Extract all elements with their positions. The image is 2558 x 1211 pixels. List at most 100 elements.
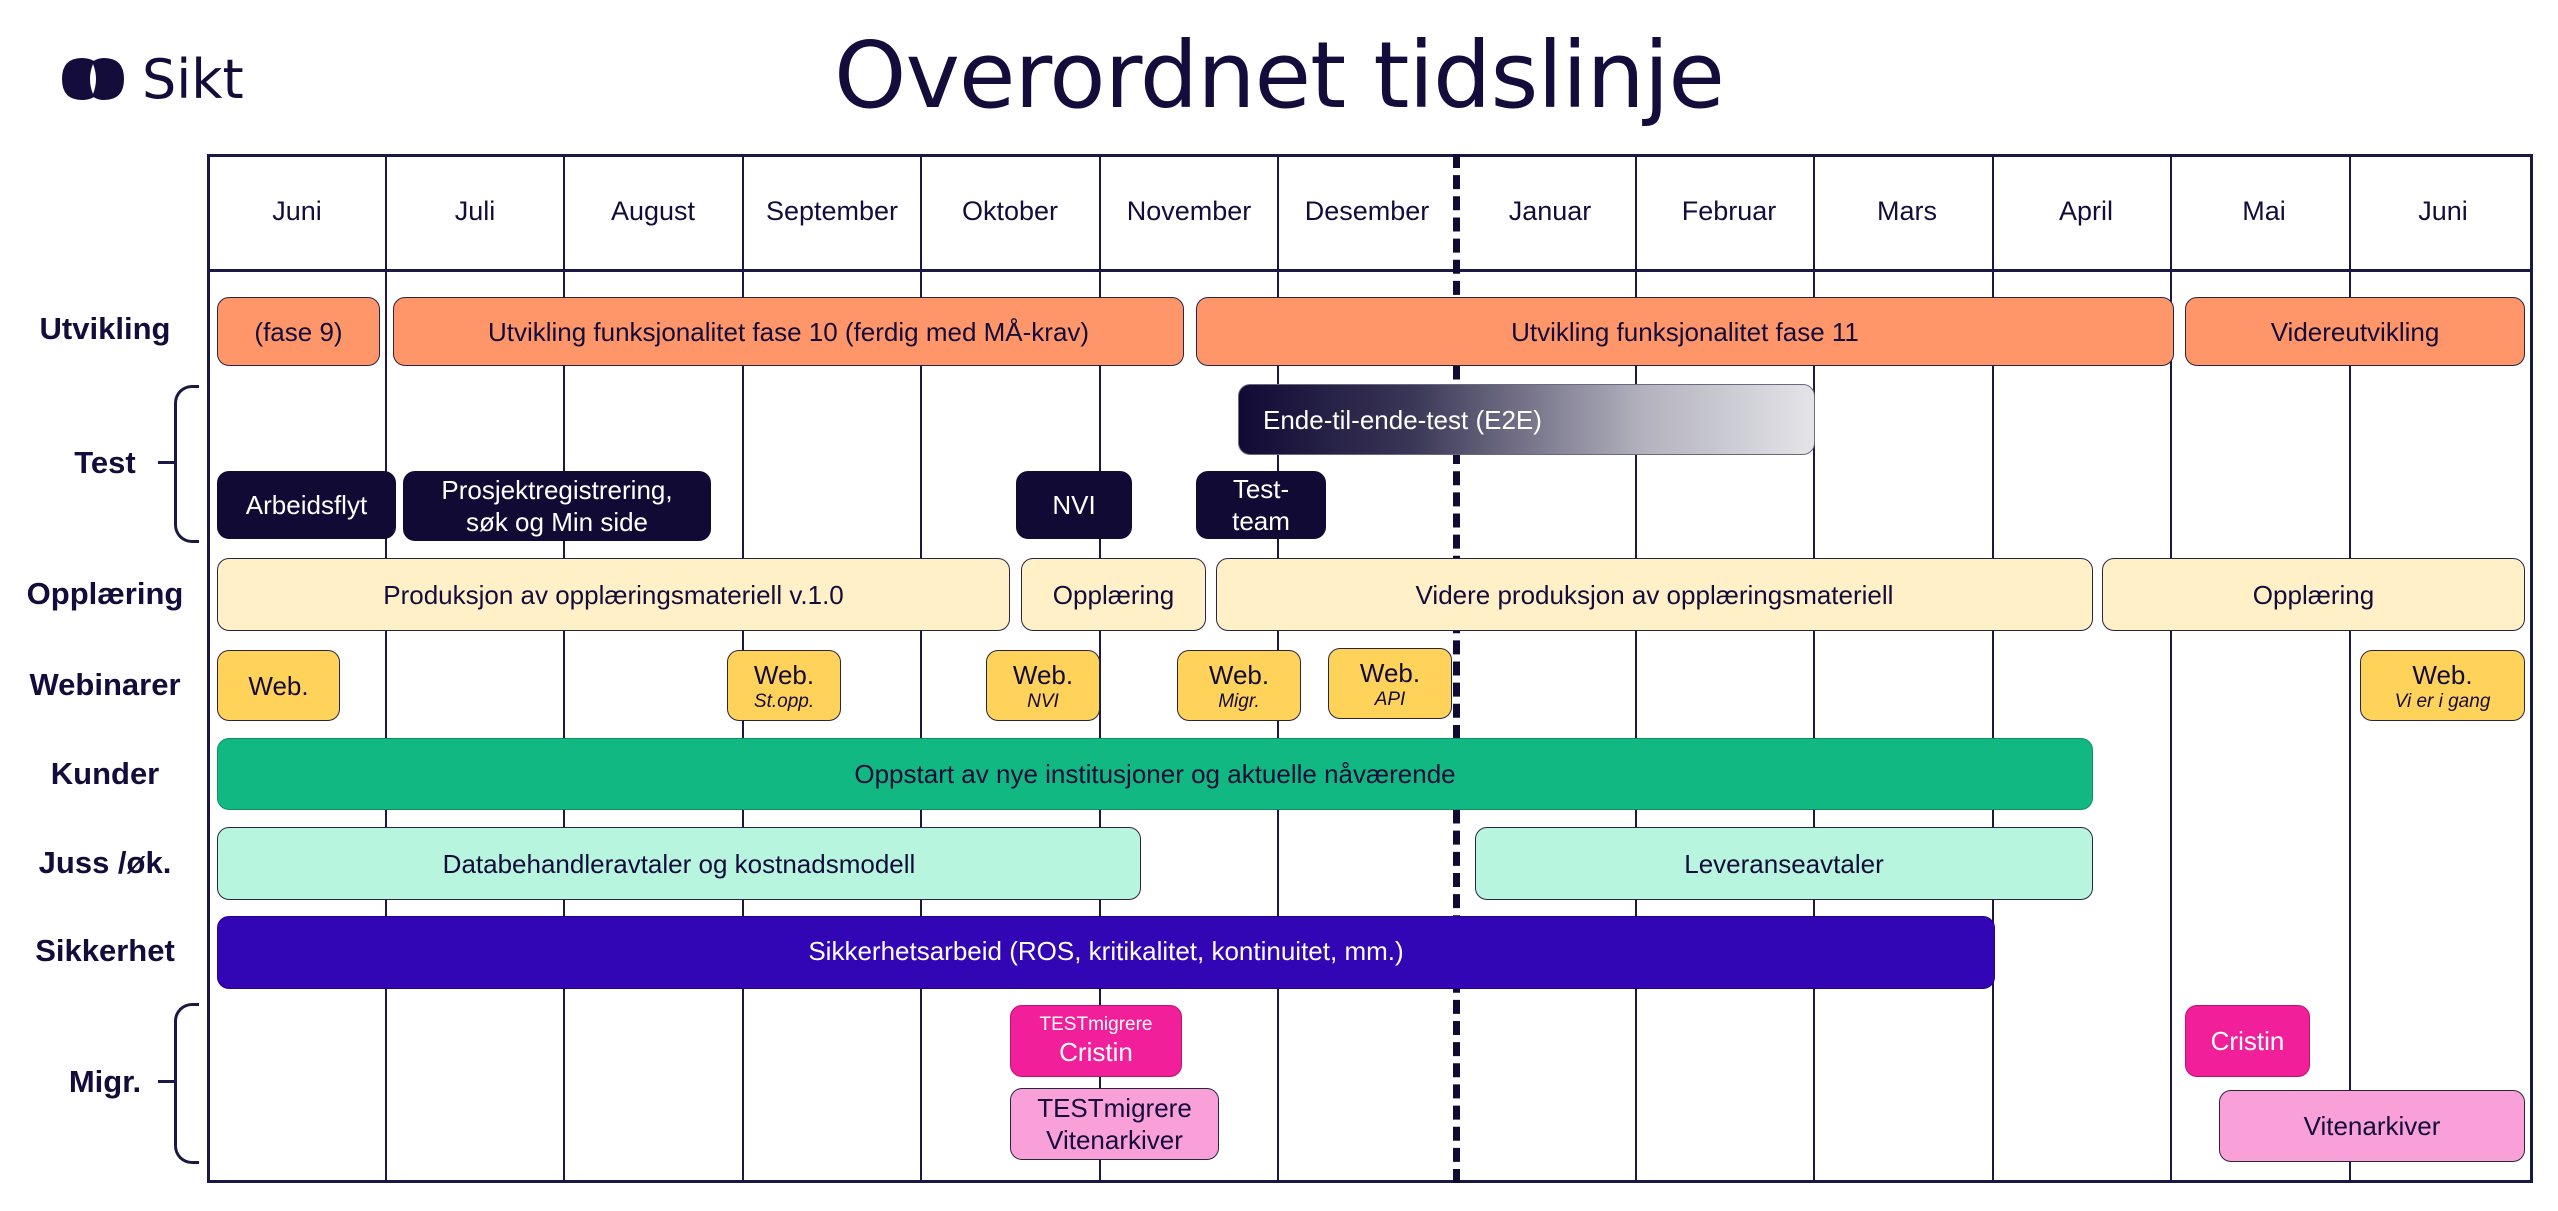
month-divider <box>563 154 565 1183</box>
bar-label: Cristin <box>2210 1026 2285 1056</box>
bar-label: Vitenarkiver <box>2303 1111 2441 1141</box>
bar-label: Oppstart av nye institusjoner og aktuell… <box>854 759 1456 789</box>
bar-sikkerhetsarbeid: Sikkerhetsarbeid (ROS, kritikalitet, kon… <box>217 916 1995 989</box>
bar-label: Web. <box>1359 657 1421 688</box>
bar-e2e-test: Ende-til-ende-test (E2E) <box>1238 384 1815 455</box>
bar-web-st-opp: Web.St.opp. <box>727 650 841 721</box>
row-label-kunder: Kunder <box>50 756 160 791</box>
bar-label: Leveranseavtaler <box>1684 848 1884 879</box>
bar-label: Prosjektregistrering, <box>441 475 673 505</box>
bar-web-1: Web. <box>217 650 340 721</box>
migr-bracket-tick <box>158 1080 176 1083</box>
logo-text: Sikt <box>142 47 244 111</box>
month-divider <box>1099 154 1101 1183</box>
bar-fase9: (fase 9) <box>217 297 380 366</box>
month-header: September <box>765 196 899 226</box>
bar-sublabel: St.opp. <box>753 690 815 712</box>
bar-videre-produksjon: Videre produksjon av opplæringsmateriell <box>1216 558 2093 631</box>
month-header: Oktober <box>961 196 1059 226</box>
bar-label: Vitenarkiver <box>1046 1125 1183 1155</box>
bar-prosjektregistrering: Prosjektregistrering,søk og Min side <box>403 471 711 541</box>
row-label-sikkerhet: Sikkerhet <box>35 933 175 968</box>
bar-label: Web. <box>1208 659 1270 690</box>
bar-arbeidsflyt: Arbeidsflyt <box>217 471 396 539</box>
bar-label: Arbeidsflyt <box>245 490 368 520</box>
bar-produksjon-v1: Produksjon av opplæringsmateriell v.1.0 <box>217 558 1010 631</box>
month-divider <box>2170 154 2172 1183</box>
bar-label: Test- <box>1232 474 1290 504</box>
bar-label: Opplæring <box>2252 579 2375 610</box>
bar-label: Utvikling funksjonalitet fase 10 (ferdig… <box>487 316 1090 347</box>
bar-label: NVI <box>1052 490 1096 520</box>
month-header: November <box>1126 196 1252 226</box>
bar-fase11: Utvikling funksjonalitet fase 11 <box>1196 297 2174 366</box>
bar-label: TESTmigrere <box>1039 1014 1153 1035</box>
bar-label: Cristin <box>1059 1037 1133 1067</box>
bar-leveranseavtaler: Leveranseavtaler <box>1475 827 2093 900</box>
bar-opplaering-2: Opplæring <box>2102 558 2525 631</box>
bar-web-vi-er-i-gang: Web.Vi er i gang <box>2360 650 2525 721</box>
page-title: Overordnet tidslinje <box>834 22 1725 129</box>
month-divider <box>385 154 387 1183</box>
month-header: Desember <box>1304 196 1430 226</box>
bar-label: Videre produksjon av opplæringsmateriell <box>1415 579 1894 610</box>
test-bracket <box>174 385 199 543</box>
bar-videreutvikling: Videreutvikling <box>2185 297 2525 366</box>
year-boundary-line <box>1453 154 1460 1183</box>
bar-label: Web. <box>2412 659 2473 690</box>
bar-label: (fase 9) <box>254 316 343 347</box>
bar-opplaering-1: Opplæring <box>1021 558 1206 631</box>
month-divider <box>1635 154 1637 1183</box>
sikt-logo: Sikt <box>52 47 244 111</box>
bar-label: team <box>1232 506 1290 536</box>
row-label-utvikling: Utvikling <box>39 311 171 346</box>
bar-test-team: Test-team <box>1196 471 1326 539</box>
bar-label: Web. <box>753 659 815 690</box>
bar-label: Web. <box>1012 659 1074 690</box>
bar-label: Utvikling funksjonalitet fase 11 <box>1511 316 1859 347</box>
month-divider <box>1992 154 1994 1183</box>
bar-label: Produksjon av opplæringsmateriell v.1.0 <box>383 579 844 610</box>
bar-label: Ende-til-ende-test (E2E) <box>1263 404 1542 435</box>
header-divider <box>207 269 2533 272</box>
bar-web-migr: Web.Migr. <box>1177 650 1301 721</box>
month-header: Mai <box>2242 196 2286 226</box>
bar-label: Web. <box>248 670 309 701</box>
bar-sublabel: Vi er i gang <box>2394 690 2491 712</box>
bar-label: TESTmigrere <box>1037 1093 1192 1123</box>
row-label-test: Test <box>74 445 136 480</box>
month-header: April <box>2058 196 2113 226</box>
month-divider <box>2349 154 2351 1183</box>
row-label-webinarer: Webinarer <box>29 667 181 702</box>
migr-bracket <box>174 1003 199 1164</box>
bar-nvi-test: NVI <box>1016 471 1132 539</box>
month-header: Januar <box>1508 196 1592 226</box>
bar-sublabel: API <box>1374 688 1406 710</box>
month-header: Juni <box>2418 196 2468 226</box>
sikt-logo-icon <box>62 58 124 100</box>
bar-databehandleravtaler: Databehandleravtaler og kostnadsmodell <box>217 827 1141 900</box>
bar-web-api: Web.API <box>1328 648 1452 719</box>
bar-label: Opplæring <box>1052 579 1175 610</box>
bar-sublabel: NVI <box>1027 690 1059 712</box>
month-divider <box>1813 154 1815 1183</box>
row-label-juss: Juss /øk. <box>38 845 172 880</box>
bar-sublabel: Migr. <box>1218 690 1260 712</box>
row-label-migr: Migr. <box>68 1064 142 1099</box>
month-header: Juni <box>272 196 322 226</box>
test-bracket-tick <box>158 461 176 464</box>
bar-cristin: Cristin <box>2185 1005 2310 1077</box>
row-label-opplaering: Opplæring <box>26 576 184 611</box>
month-header: August <box>610 196 696 226</box>
month-header: Juli <box>454 196 496 226</box>
bar-label: Sikkerhetsarbeid (ROS, kritikalitet, kon… <box>808 935 1404 966</box>
bar-web-nvi: Web.NVI <box>986 650 1100 721</box>
timeline-grid <box>207 154 2533 1183</box>
month-header: Februar <box>1681 196 1777 226</box>
month-header: Mars <box>1877 196 1937 226</box>
month-divider <box>920 154 922 1183</box>
bar-fase10: Utvikling funksjonalitet fase 10 (ferdig… <box>393 297 1184 366</box>
bar-label: søk og Min side <box>465 507 649 537</box>
